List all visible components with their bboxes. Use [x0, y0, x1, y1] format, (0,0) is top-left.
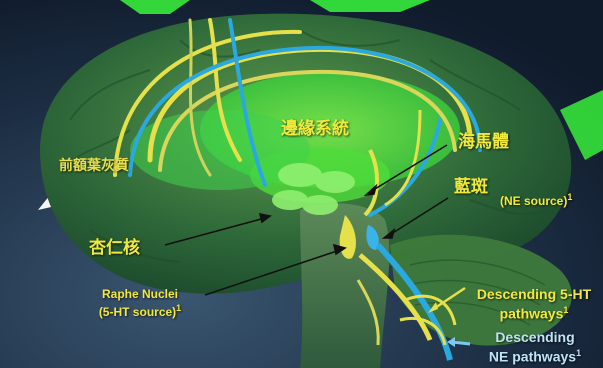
amygdala-label: 杏仁核 — [89, 233, 140, 258]
raphe-nuclei-label: Raphe Nuclei (5-HT source)1 — [84, 287, 196, 319]
limbic-system-label: 邊緣系統 — [281, 114, 349, 139]
descending-ne-pathways-label: Descending NE pathways1 — [475, 329, 595, 365]
hippocampus-label: 海馬體 — [458, 127, 509, 152]
prefrontal-gray-matter-label: 前額葉灰質 — [59, 155, 129, 175]
locus-coeruleus-label: 藍斑 — [454, 172, 488, 197]
descending-5ht-pathways-label: Descending 5-HT pathways1 — [470, 286, 598, 322]
locus-coeruleus-source-label: (NE source)1 — [500, 192, 572, 208]
